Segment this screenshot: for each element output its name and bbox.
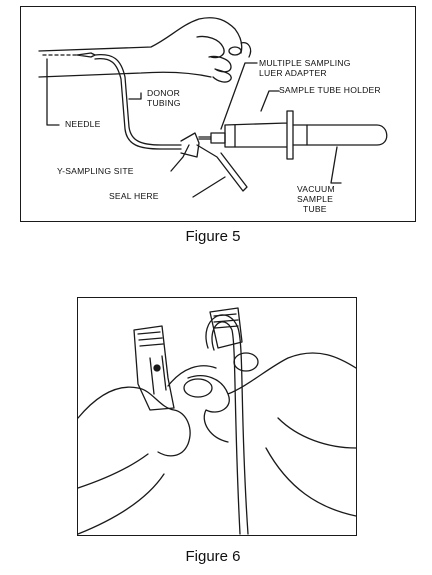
leader-needle — [46, 58, 60, 126]
seal-tube — [196, 144, 248, 192]
figure-6-caption: Figure 6 — [185, 548, 241, 565]
figure-6-drawing — [77, 307, 357, 535]
seal-here-label: SEAL HERE — [109, 191, 159, 201]
figure-5-caption: Figure 5 — [185, 228, 241, 245]
right-fingertip — [233, 352, 259, 372]
leader-donor — [128, 92, 142, 100]
vacuum-tube-label-line3: TUBE — [303, 204, 327, 214]
leader-vacuum — [330, 146, 342, 184]
thumb — [183, 378, 213, 398]
donor-arm-lower — [38, 71, 212, 78]
right-hand — [167, 352, 357, 517]
sealer-clip-left — [133, 325, 175, 411]
donor-arm — [38, 17, 243, 54]
luer-adapter-label-line1: MULTIPLE SAMPLING — [259, 58, 351, 68]
leader-seal — [192, 176, 226, 198]
sample-tube-holder-label: SAMPLE TUBE HOLDER — [279, 85, 381, 95]
donor-tubing-line — [94, 53, 182, 146]
luer-adapter — [198, 132, 226, 144]
y-sampling-site — [180, 132, 200, 158]
needle-label: NEEDLE — [65, 119, 101, 129]
figure-6-panel — [77, 297, 357, 536]
vacuum-tube-label-line1: VACUUM — [297, 184, 335, 194]
figure-5-panel: NEEDLE DONOR TUBING Y-SAMPLING SITE SEAL… — [20, 6, 416, 222]
wrist-right — [277, 417, 357, 449]
y-sampling-site-label: Y-SAMPLING SITE — [57, 166, 134, 176]
sample-tube-holder — [224, 110, 294, 160]
leader-y-site — [170, 144, 190, 172]
left-hand — [77, 386, 191, 489]
sealer-clip-right — [209, 307, 243, 349]
donor-tubing-label-line2: TUBING — [147, 98, 181, 108]
tubing-loop — [205, 314, 249, 535]
vacuum-sample-tube — [292, 124, 388, 146]
leader-luer — [220, 62, 258, 130]
vacuum-tube-label-line2: SAMPLE — [297, 194, 334, 204]
figure-5-drawing — [38, 17, 388, 198]
luer-adapter-label-line2: LUER ADAPTER — [259, 68, 327, 78]
donor-fingers — [196, 35, 252, 83]
needle-hub — [76, 52, 96, 58]
thumb-nail — [228, 46, 242, 56]
donor-tubing-label-line1: DONOR — [147, 88, 180, 98]
forearm-left — [77, 473, 165, 535]
leader-holder — [260, 90, 280, 112]
